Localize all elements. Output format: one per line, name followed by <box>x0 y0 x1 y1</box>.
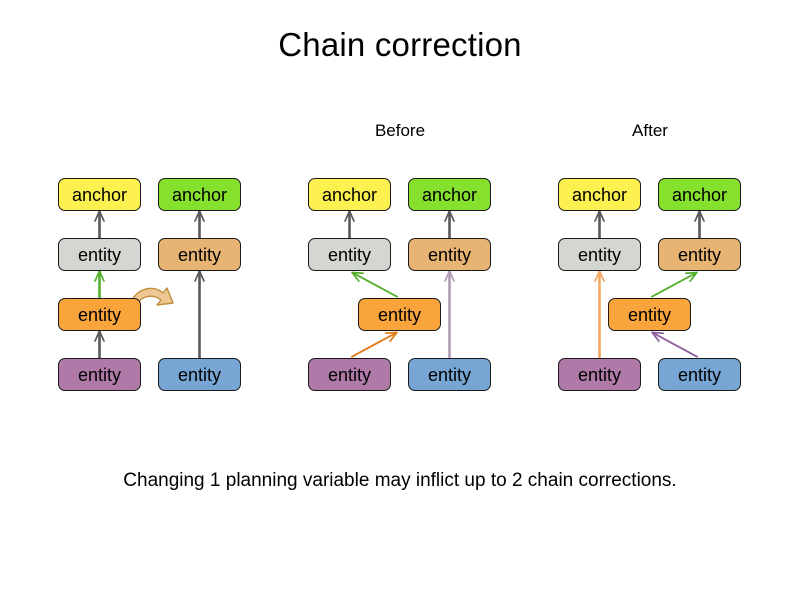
chain-node-entity-af-e2[interactable]: entity <box>658 238 741 271</box>
link-entity-to-anchor-green <box>194 210 205 238</box>
chain-node-anchor-ov-a2[interactable]: anchor <box>158 178 241 211</box>
chain-node-label: entity <box>577 244 622 265</box>
chain-node-label: entity <box>677 244 722 265</box>
phase-label-before: Before <box>374 121 426 140</box>
phase-label-after: After <box>632 121 668 140</box>
link-blue-to-orange <box>651 331 699 358</box>
chain-node-entity-ov-e5[interactable]: entity <box>158 358 241 391</box>
chain-node-label: entity <box>327 364 372 385</box>
chain-node-entity-ov-e1[interactable]: entity <box>58 238 141 271</box>
link-entity-to-anchor-yellow <box>344 210 355 238</box>
chain-node-anchor-af-a2[interactable]: anchor <box>658 178 741 211</box>
link-purple-to-orange <box>94 330 105 358</box>
chain-node-entity-bf-e5[interactable]: entity <box>408 358 491 391</box>
chain-node-anchor-ov-a1[interactable]: anchor <box>58 178 141 211</box>
chain-node-label: entity <box>77 304 122 325</box>
chain-node-entity-bf-e1[interactable]: entity <box>308 238 391 271</box>
link-orange-to-grey <box>351 271 399 298</box>
link-entity-to-anchor-green <box>694 210 705 238</box>
chain-node-entity-bf-e2[interactable]: entity <box>408 238 491 271</box>
link-purple-to-grey <box>594 270 605 358</box>
chain-node-label: entity <box>77 364 122 385</box>
chain-node-label: entity <box>627 304 672 325</box>
chain-node-entity-af-e3[interactable]: entity <box>608 298 691 331</box>
link-entity-to-anchor-yellow <box>94 210 105 238</box>
chain-node-label: anchor <box>421 184 478 205</box>
chain-node-entity-af-e5[interactable]: entity <box>658 358 741 391</box>
chain-node-label: entity <box>177 244 222 265</box>
chain-node-entity-bf-e4[interactable]: entity <box>308 358 391 391</box>
chain-node-label: anchor <box>171 184 228 205</box>
link-blue-to-tan <box>444 270 455 358</box>
slide-caption: Changing 1 planning variable may inflict… <box>123 470 677 491</box>
chain-node-label: entity <box>77 244 122 265</box>
chain-node-entity-bf-e3[interactable]: entity <box>358 298 441 331</box>
chain-node-label: anchor <box>321 184 378 205</box>
page-title: Chain correction <box>278 26 522 63</box>
chain-node-entity-ov-e4[interactable]: entity <box>58 358 141 391</box>
chain-node-entity-ov-e3[interactable]: entity <box>58 298 141 331</box>
chain-node-label: anchor <box>671 184 728 205</box>
chain-node-entity-af-e4[interactable]: entity <box>558 358 641 391</box>
chain-node-anchor-bf-a2[interactable]: anchor <box>408 178 491 211</box>
chain-node-label: entity <box>177 364 222 385</box>
link-orange-to-tan <box>650 271 698 298</box>
chain-node-label: anchor <box>71 184 128 205</box>
chain-node-entity-ov-e2[interactable]: entity <box>158 238 241 271</box>
chain-node-anchor-af-a1[interactable]: anchor <box>558 178 641 211</box>
chain-node-label: entity <box>427 364 472 385</box>
link-orange-to-grey <box>94 270 105 298</box>
chain-node-label: anchor <box>571 184 628 205</box>
chain-node-label: entity <box>427 244 472 265</box>
chain-node-label: entity <box>327 244 372 265</box>
chain-node-label: entity <box>577 364 622 385</box>
link-entity-to-anchor-yellow <box>594 210 605 238</box>
link-blue-to-tan <box>194 270 205 358</box>
chain-node-anchor-bf-a1[interactable]: anchor <box>308 178 391 211</box>
chain-node-label: entity <box>377 304 422 325</box>
chain-node-entity-af-e1[interactable]: entity <box>558 238 641 271</box>
link-purple-to-orange <box>350 331 398 358</box>
chain-node-label: entity <box>677 364 722 385</box>
link-entity-to-anchor-green <box>444 210 455 238</box>
